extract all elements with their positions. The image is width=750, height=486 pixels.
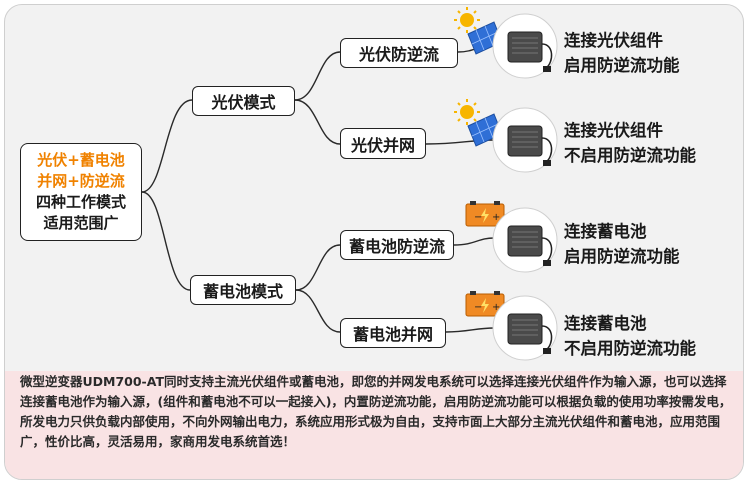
svg-text:−: − xyxy=(474,302,482,313)
connector-bat-b3 xyxy=(295,244,341,291)
description-line: 不启用防逆流功能 xyxy=(564,146,696,165)
branch-pv-anti-backflow: 光伏防逆流 xyxy=(340,38,458,68)
description-line: 启用防逆流功能 xyxy=(564,56,680,75)
inverter-icon xyxy=(507,31,553,72)
description-line: 启用防逆流功能 xyxy=(564,247,680,266)
description-pv-grid: 连接光伏组件 不启用防逆流功能 xyxy=(564,118,696,168)
battery-icon: − + xyxy=(465,291,505,317)
battery-inverter-illustration-2: − + xyxy=(465,291,558,361)
battery-icon: − + xyxy=(465,201,505,227)
root-line-3: 四种工作模式 xyxy=(35,193,126,211)
root-line-4: 适用范围广 xyxy=(43,214,119,232)
connector-root-pv xyxy=(141,99,193,193)
inverter-icon xyxy=(507,125,553,166)
description-battery-anti-backflow: 连接蓄电池 启用防逆流功能 xyxy=(564,219,680,269)
svg-text:+: + xyxy=(492,302,500,313)
root-node: 光伏+蓄电池 并网+防逆流 四种工作模式 适用范围广 xyxy=(20,143,142,241)
description-line: 连接光伏组件 xyxy=(564,121,663,140)
connector-bat-b4 xyxy=(295,289,341,333)
connector-b4-device xyxy=(445,327,495,333)
solar-inverter-illustration-1 xyxy=(454,7,558,79)
sun-icon xyxy=(454,99,480,125)
root-line-1: 光伏+蓄电池 xyxy=(37,151,125,169)
sun-icon xyxy=(454,7,480,33)
svg-text:+: + xyxy=(492,212,500,223)
footer-description: 微型逆变器UDM700-AT同时支持主流光伏组件或蓄电池，即您的并网发电系统可以… xyxy=(20,374,732,449)
description-line: 连接蓄电池 xyxy=(564,222,647,241)
battery-mode-node: 蓄电池模式 xyxy=(190,275,296,305)
root-line-2: 并网+防逆流 xyxy=(37,172,125,190)
description-line: 连接蓄电池 xyxy=(564,314,647,333)
inverter-icon xyxy=(507,225,553,266)
branch-battery-anti-backflow: 蓄电池防逆流 xyxy=(340,230,454,260)
description-pv-anti-backflow: 连接光伏组件 启用防逆流功能 xyxy=(564,28,680,78)
footer-band xyxy=(5,371,743,479)
pv-mode-node: 光伏模式 xyxy=(192,86,295,116)
solar-inverter-illustration-2 xyxy=(454,99,558,173)
svg-text:−: − xyxy=(474,212,482,223)
connector-pv-b1 xyxy=(294,51,341,101)
description-line: 不启用防逆流功能 xyxy=(564,339,696,358)
battery-inverter-illustration-1: − + xyxy=(465,201,558,273)
description-line: 连接光伏组件 xyxy=(564,31,663,50)
inverter-icon xyxy=(507,313,553,354)
connector-pv-b2 xyxy=(294,99,341,145)
branch-pv-grid: 光伏并网 xyxy=(340,128,426,159)
diagram-panel xyxy=(4,4,744,480)
description-battery-grid: 连接蓄电池 不启用防逆流功能 xyxy=(564,311,696,361)
connector-root-battery xyxy=(141,191,191,291)
branch-battery-grid: 蓄电池并网 xyxy=(340,318,446,348)
connector-b3-device xyxy=(453,237,495,246)
